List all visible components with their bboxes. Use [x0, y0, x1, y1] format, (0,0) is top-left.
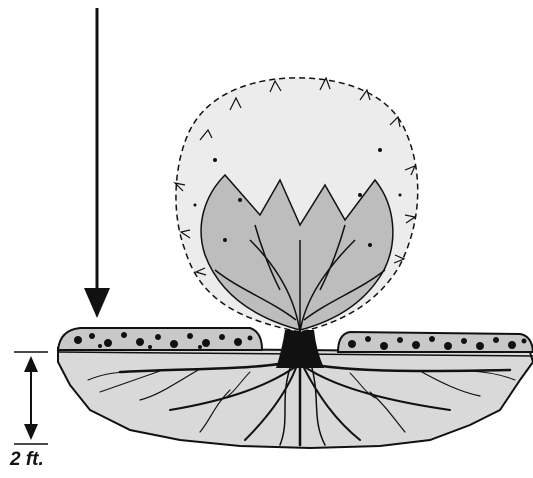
mulch-layer-left: [58, 328, 262, 350]
root-crown: [276, 330, 324, 368]
depth-label: 2 ft.: [10, 450, 44, 469]
shrub-foliage: [175, 78, 418, 332]
arrow-down-icon: [84, 8, 110, 318]
mulch-layer-right: [338, 332, 533, 352]
double-arrow-icon: [14, 352, 48, 444]
